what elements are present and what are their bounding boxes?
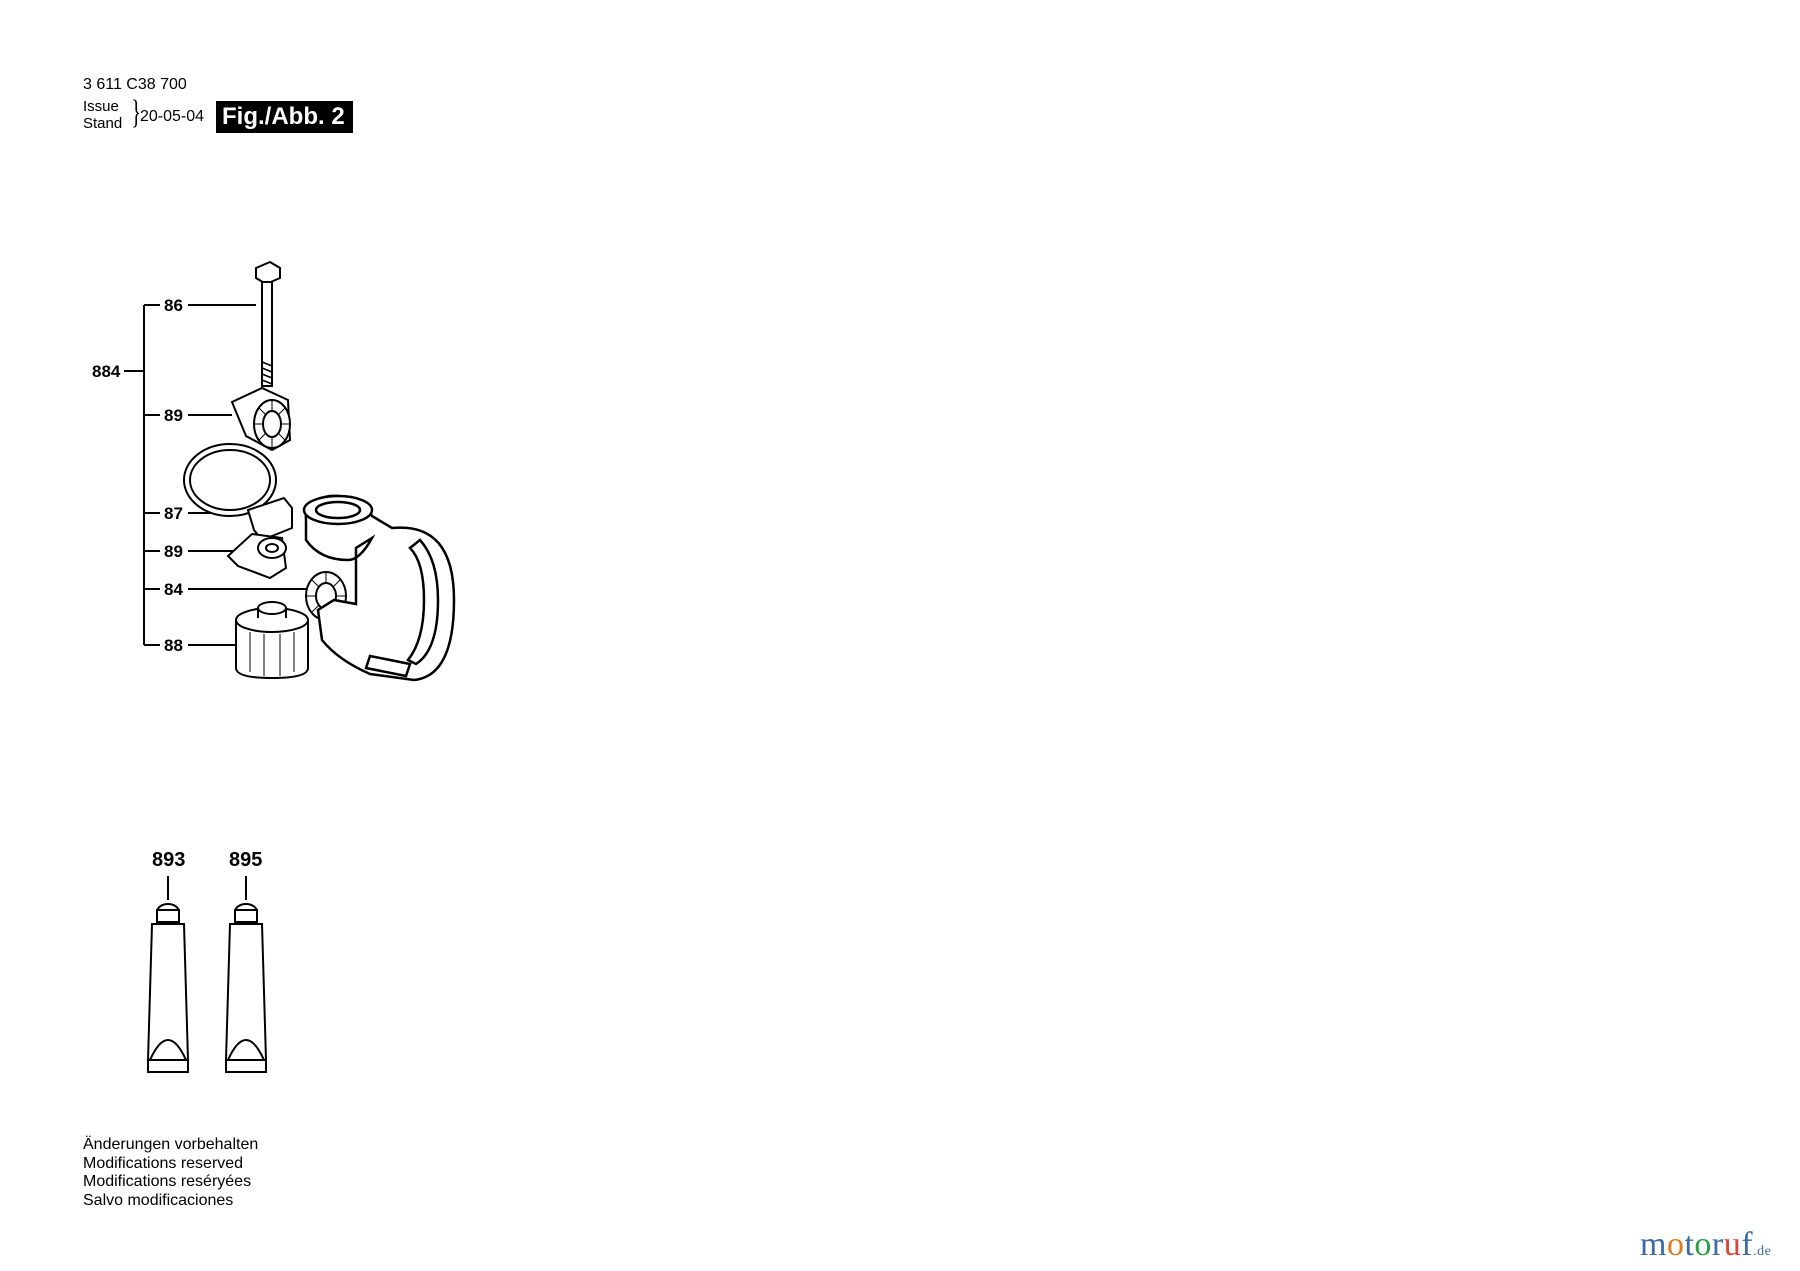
knob-part	[235, 601, 309, 680]
notice-de: Änderungen vorbehalten	[83, 1136, 259, 1153]
bolt-part	[255, 260, 281, 387]
callout-895: 895	[229, 849, 262, 871]
modifications-notice: Änderungen vorbehalten Modifications res…	[83, 1136, 258, 1210]
figure-label: Fig./Abb. 2	[216, 101, 353, 133]
notice-en: Modifications reserved	[83, 1154, 244, 1172]
notice-fr: Modifications reséryées	[83, 1173, 252, 1190]
callout-89-top: 89	[164, 406, 183, 425]
issue-stand-labels: Issue Stand	[83, 98, 122, 132]
brace-symbol: }	[131, 94, 142, 131]
stand-label: Stand	[83, 115, 123, 132]
callout-84: 84	[164, 580, 183, 599]
callout-893: 893	[152, 849, 185, 871]
notice-es: Salvo modificaciones	[83, 1191, 234, 1209]
part-number: 3 611 C38 700	[83, 76, 187, 93]
clamp-piece-bottom	[226, 532, 288, 580]
motoruf-logo: motoruf.de	[1640, 1226, 1772, 1263]
clamp-band-part	[183, 443, 293, 542]
callout-88: 88	[164, 636, 183, 655]
grease-tube-893	[146, 903, 190, 1073]
side-handle-body	[302, 494, 456, 682]
issue-label: Issue	[83, 98, 119, 115]
callout-89-bottom: 89	[164, 542, 183, 561]
issue-date: 20-05-04	[140, 108, 205, 125]
grease-tube-895	[224, 903, 268, 1073]
clamp-piece-top	[230, 386, 292, 452]
callout-884: 884	[92, 362, 121, 381]
callout-86: 86	[164, 296, 183, 315]
callout-87: 87	[164, 504, 183, 523]
